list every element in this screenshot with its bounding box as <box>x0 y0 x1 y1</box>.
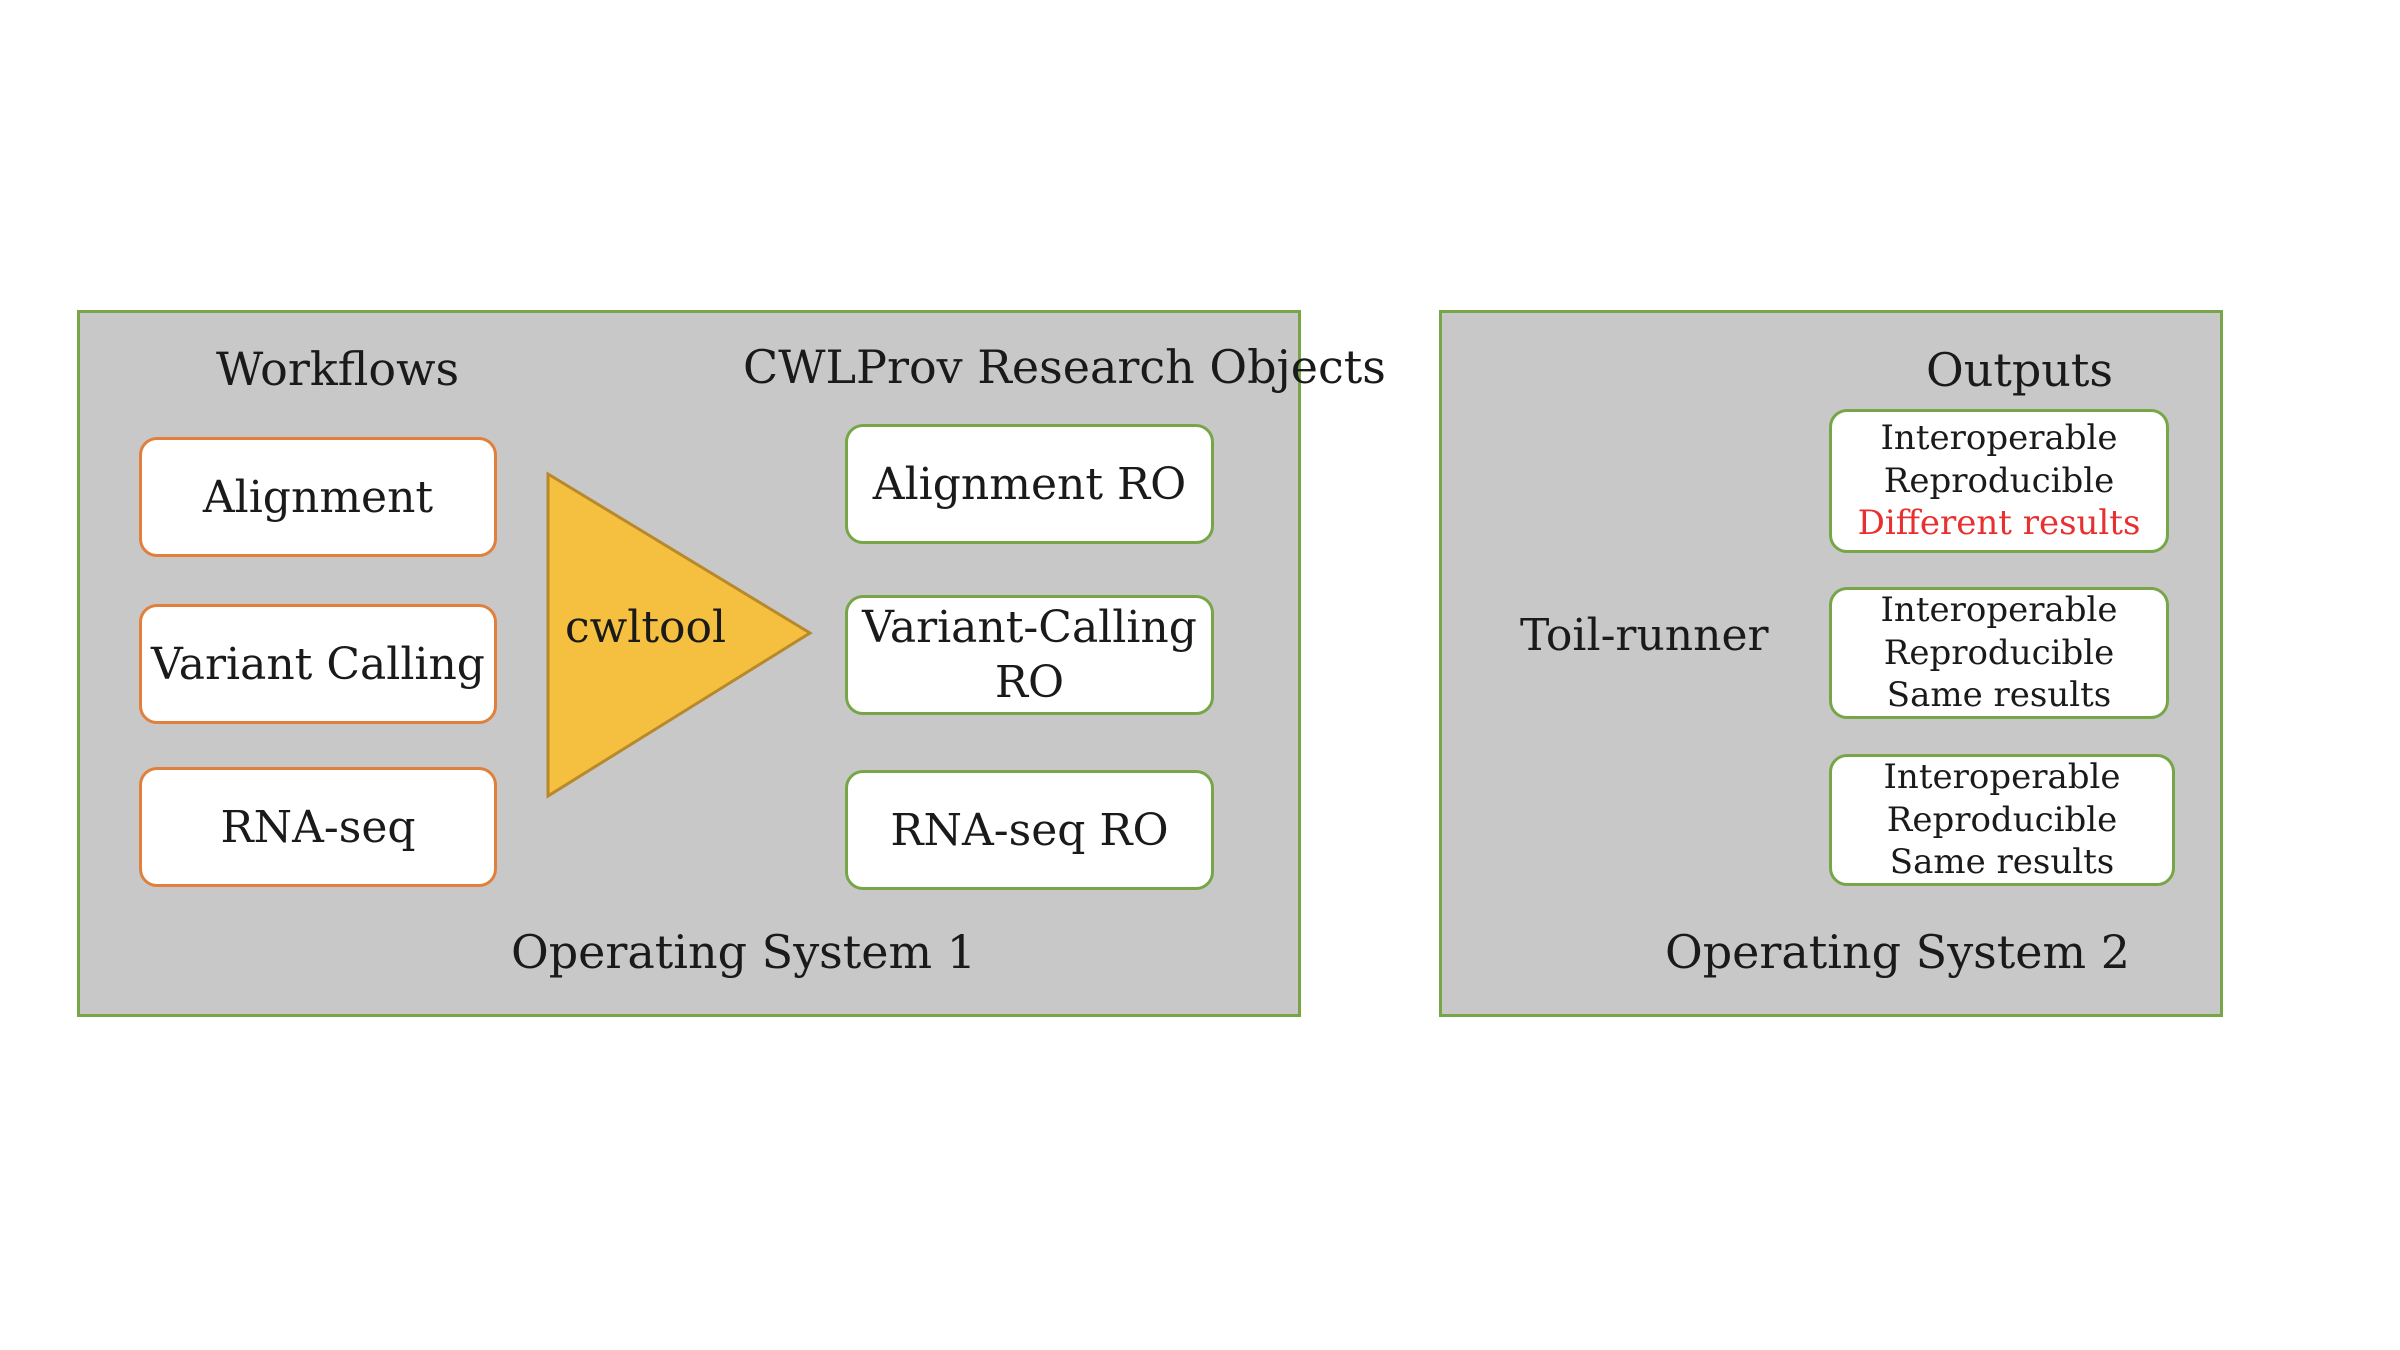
output-box-1: Interoperable Reproducible Different res… <box>1829 409 2169 553</box>
output-line-different-results: Different results <box>1857 503 2141 544</box>
workflow-label: Variant Calling <box>151 638 485 690</box>
workflow-box-rna-seq: RNA-seq <box>139 767 497 887</box>
output-box-2: Interoperable Reproducible Same results <box>1829 587 2169 719</box>
cwltool-label: cwltool <box>565 602 727 653</box>
output-line-same-results: Same results <box>1889 842 2115 883</box>
output-line-reproducible: Reproducible <box>1883 460 2115 501</box>
output-line-reproducible: Reproducible <box>1883 632 2115 673</box>
output-box-3: Interoperable Reproducible Same results <box>1829 754 2175 886</box>
ro-box-variant-calling: Variant-Calling RO <box>845 595 1214 715</box>
output-line-interoperable: Interoperable <box>1880 590 2118 631</box>
ro-label-line2: RO <box>994 657 1065 708</box>
output-line-interoperable: Interoperable <box>1883 757 2121 798</box>
operating-system-2-label: Operating System 2 <box>1665 925 2131 979</box>
output-line-interoperable: Interoperable <box>1880 418 2118 459</box>
ro-box-alignment: Alignment RO <box>845 424 1214 544</box>
workflows-heading: Workflows <box>216 342 460 396</box>
output-line-same-results: Same results <box>1886 675 2112 716</box>
workflow-box-variant-calling: Variant Calling <box>139 604 497 724</box>
workflow-box-alignment: Alignment <box>139 437 497 557</box>
ro-label-line1: RNA-seq RO <box>890 804 1169 856</box>
outputs-heading: Outputs <box>1926 343 2113 397</box>
operating-system-1-label: Operating System 1 <box>511 925 977 979</box>
output-line-reproducible: Reproducible <box>1886 799 2118 840</box>
workflow-label: RNA-seq <box>220 801 416 853</box>
toil-runner-label: Toil-runner <box>1520 610 1769 661</box>
ro-box-rna-seq: RNA-seq RO <box>845 770 1214 890</box>
workflow-label: Alignment <box>202 471 434 523</box>
ro-label-line1: Variant-Calling <box>862 602 1197 653</box>
research-objects-heading: CWLProv Research Objects <box>743 340 1386 394</box>
ro-label-line1: Alignment RO <box>872 458 1187 510</box>
